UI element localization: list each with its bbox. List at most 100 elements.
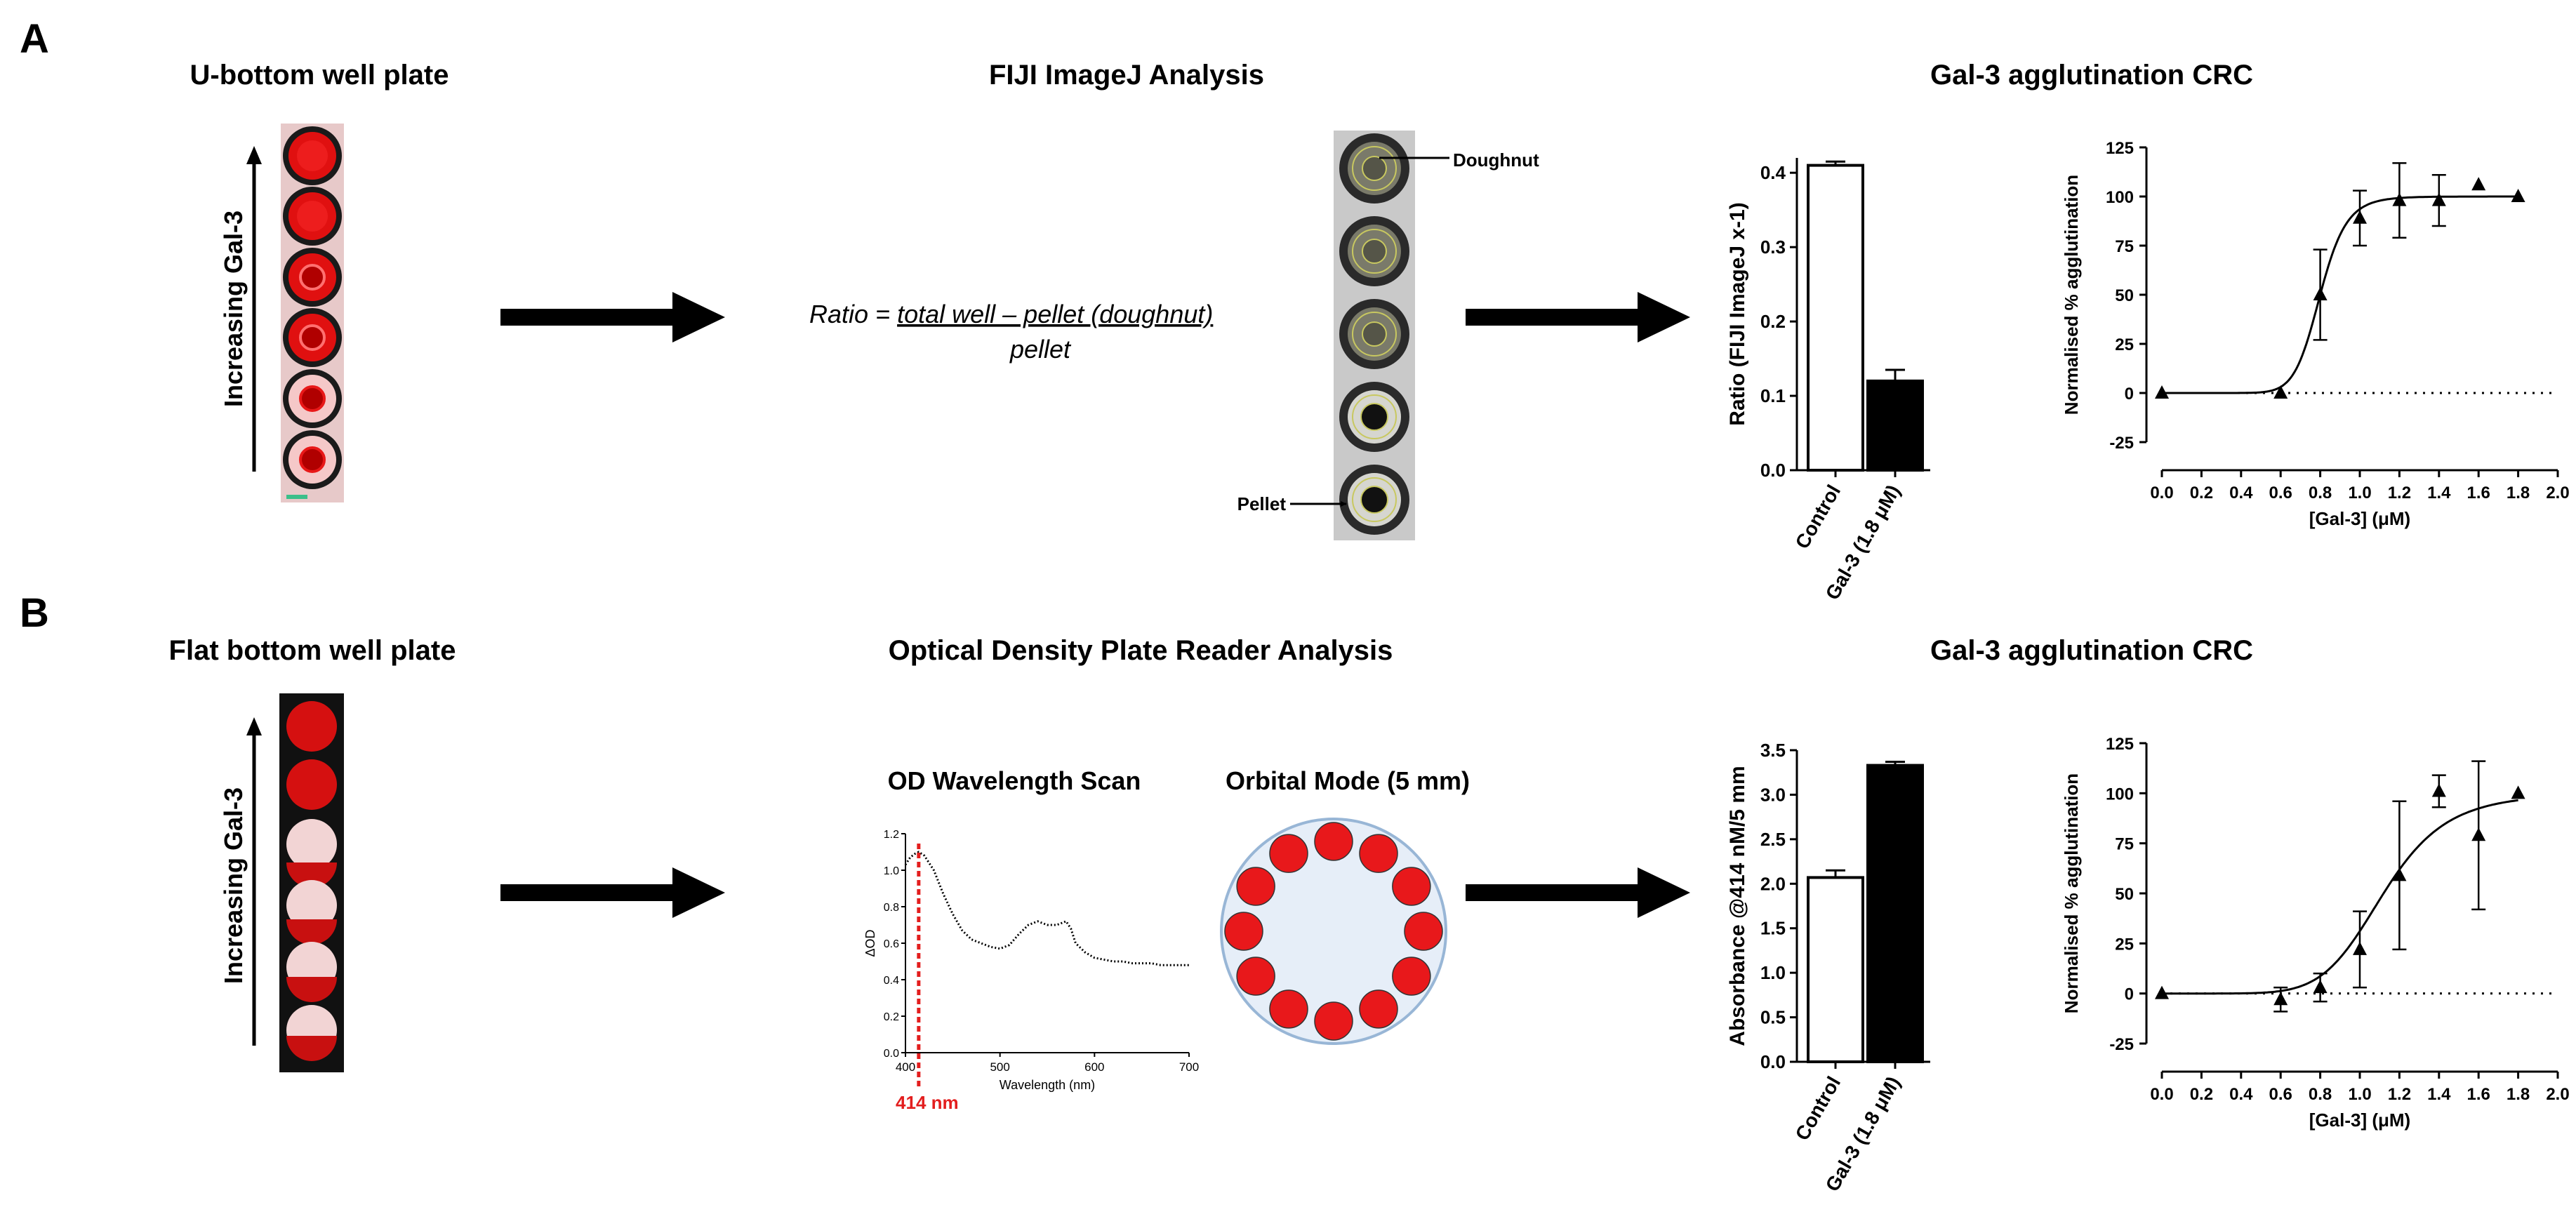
y-tick-label: 0.0 — [1760, 460, 1786, 481]
data-point-triangle — [2353, 210, 2367, 224]
b-plate-title: Flat bottom well plate — [169, 635, 456, 666]
ratio-prefix: Ratio = — [809, 300, 897, 328]
od-spectrum-line — [904, 851, 1189, 966]
u-well-center — [297, 201, 328, 232]
u-bottom-well-strip — [281, 124, 344, 502]
b-gradient-label: Increasing Gal-3 — [219, 787, 248, 984]
x-tick-label: 1.2 — [2388, 484, 2411, 502]
y-tick-label: 125 — [2106, 139, 2134, 158]
orbital-read-spot — [1359, 834, 1398, 873]
fit-curve — [2162, 195, 2518, 394]
fiji-doughnut-roi — [1352, 394, 1397, 439]
a-arrow-1 — [500, 292, 725, 342]
x-category-label: Control — [1791, 1073, 1845, 1145]
data-point-triangle — [2431, 783, 2446, 797]
y-tick-label: 0.1 — [1760, 385, 1786, 406]
y-tick-label: 0 — [2125, 385, 2134, 404]
ratio-numerator: total well – pellet (doughnut) — [897, 300, 1213, 328]
fiji-pellet-roi — [1362, 321, 1387, 347]
x-tick-label: 1.8 — [2507, 1085, 2530, 1104]
u-well-pellet — [299, 446, 326, 473]
x-axis-label: [Gal-3] (μM) — [2309, 508, 2410, 529]
data-point-triangle — [2511, 189, 2525, 202]
y-tick-label: 50 — [2115, 286, 2134, 305]
fiji-doughnut-roi — [1352, 477, 1397, 522]
orbital-mode-diagram — [1220, 818, 1447, 1045]
u-well-center — [297, 140, 328, 171]
orbital-well-outline — [1220, 818, 1447, 1045]
y-tick-label: 0.2 — [1760, 311, 1786, 332]
data-point-triangle — [2392, 192, 2407, 206]
x-tick-label: 0.0 — [2150, 1085, 2173, 1104]
fiji-doughnut-roi — [1352, 146, 1397, 191]
u-well-pellet — [299, 264, 326, 291]
x-axis-label: [Gal-3] (μM) — [2309, 1110, 2410, 1131]
x-tick-label: 400 — [896, 1060, 915, 1074]
u-well-pellet — [299, 385, 326, 412]
marker-414-label: 414 nm — [896, 1092, 959, 1113]
data-point-triangle — [2273, 385, 2288, 399]
x-tick-label: 0.2 — [2190, 1085, 2213, 1104]
y-tick-label: 100 — [2106, 785, 2134, 804]
flat-well-sediment — [286, 1036, 337, 1061]
orbital-read-spot — [1392, 957, 1431, 996]
ratio-denominator: pellet — [1009, 335, 1072, 364]
y-tick-label: 0.6 — [884, 938, 899, 950]
y-tick-label: 50 — [2115, 885, 2134, 904]
y-tick-label: 0.4 — [884, 975, 899, 987]
fiji-pellet-roi — [1362, 239, 1387, 264]
u-well-pellet — [299, 324, 326, 351]
fiji-well-strip: Doughnut Pellet — [1237, 131, 1539, 540]
b-analysis-title: Optical Density Plate Reader Analysis — [889, 635, 1393, 666]
data-point-triangle — [2471, 827, 2486, 841]
orbital-read-spot — [1224, 912, 1263, 951]
orbital-read-spot — [1236, 957, 1275, 996]
data-point-triangle — [2511, 785, 2525, 799]
flat-bottom-well-strip — [279, 693, 344, 1072]
x-tick-label: 600 — [1084, 1060, 1104, 1074]
flat-well — [286, 880, 337, 931]
x-tick-label: 1.8 — [2507, 484, 2530, 502]
x-tick-label: 1.0 — [2348, 484, 2371, 502]
y-tick-label: 0.2 — [884, 1011, 899, 1023]
x-tick-label: 0.0 — [2150, 484, 2173, 502]
y-tick-label: 25 — [2115, 335, 2134, 354]
bar — [1807, 876, 1864, 1064]
y-tick-label: 1.2 — [884, 829, 899, 841]
y-tick-label: 1.0 — [884, 865, 899, 877]
y-tick-label: 2.0 — [1760, 873, 1786, 894]
x-tick-label: 2.0 — [2546, 484, 2569, 502]
flat-well-sediment — [286, 862, 337, 888]
y-tick-label: 75 — [2115, 237, 2134, 256]
x-tick-label: 0.4 — [2229, 484, 2253, 502]
fiji-pellet-roi — [1360, 403, 1388, 431]
ratio-formula-numerator: Ratio = total well – pellet (doughnut) — [809, 300, 1213, 328]
flat-well-sediment — [286, 977, 337, 1002]
x-tick-label: 700 — [1179, 1060, 1199, 1074]
y-tick-label: 75 — [2115, 835, 2134, 854]
y-tick-label: 0 — [2125, 985, 2134, 1004]
y-axis-label: Normalised % agglutination — [2061, 175, 2082, 415]
orbital-read-spot — [1359, 990, 1398, 1029]
data-point-triangle — [2155, 985, 2169, 999]
orbital-read-spot — [1404, 912, 1443, 951]
x-tick-label: 1.6 — [2467, 1085, 2490, 1104]
a-crc-title: Gal-3 agglutination CRC — [1930, 60, 2253, 91]
x-tick-label: 1.4 — [2427, 484, 2451, 502]
b-gradient-arrowhead — [246, 717, 262, 735]
a-plate-title: U-bottom well plate — [190, 60, 449, 91]
y-tick-label: 100 — [2106, 188, 2134, 207]
x-tick-label: 1.2 — [2388, 1085, 2411, 1104]
x-tick-label: 1.4 — [2427, 1085, 2451, 1104]
x-tick-label: 0.6 — [2269, 1085, 2292, 1104]
data-point-triangle — [2313, 980, 2328, 994]
x-tick-label: 0.2 — [2190, 484, 2213, 502]
x-tick-label: 2.0 — [2546, 1085, 2569, 1104]
y-tick-label: -25 — [2109, 1035, 2134, 1054]
